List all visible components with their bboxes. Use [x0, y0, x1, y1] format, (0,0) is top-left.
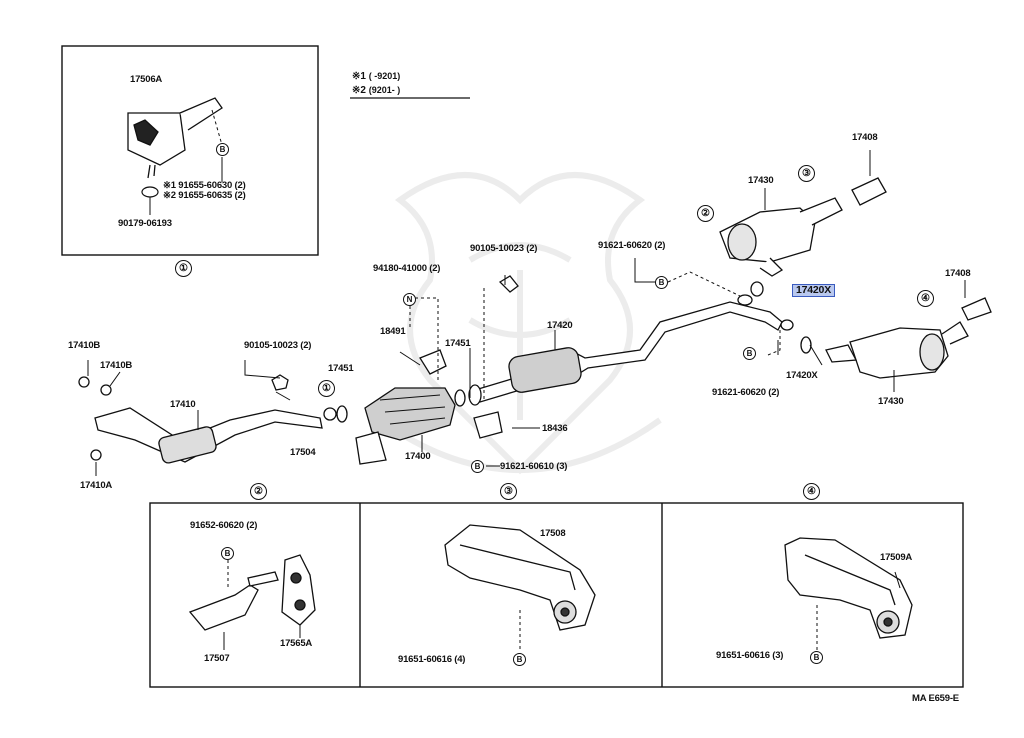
panel-3-index: ③: [500, 483, 517, 500]
circled-3-main: ③: [798, 165, 815, 182]
label-17508: 17508: [540, 528, 566, 539]
label-inset1-note1: ※1 91655-60630 (2): [163, 180, 246, 191]
bubble-n-94180: N: [403, 293, 416, 306]
bubble-b-91621-bottom: B: [471, 460, 484, 473]
exhaust-system-drawing: [78, 177, 992, 465]
hanger-rubber-17506a: [127, 97, 223, 179]
bolt-b-bubble: B: [216, 143, 229, 156]
label-17451-mid: 17451: [445, 338, 471, 349]
label-17420x-highlight[interactable]: 17420X: [792, 284, 836, 297]
label-17410b-1: 17410B: [68, 340, 101, 351]
circled-4-main: ④: [917, 290, 934, 307]
bolt-90179-icon: [141, 186, 159, 198]
label-17408-right: 17408: [945, 268, 971, 279]
label-90179: 90179-06193: [118, 218, 172, 229]
label-91621-top: 91621-60620 (2): [598, 240, 666, 251]
bubble-b-panel4: B: [810, 651, 823, 664]
label-91652: 91652-60620 (2): [190, 520, 258, 531]
panel-4-index: ④: [803, 483, 820, 500]
label-17565a: 17565A: [280, 638, 313, 649]
legend-row-2: ※2 (9201- ): [352, 85, 401, 96]
label-17430-top: 17430: [748, 175, 774, 186]
label-18491: 18491: [380, 326, 406, 337]
panel-4-drawing: [784, 537, 913, 639]
label-91651-panel3: 91651-60616 (4): [398, 654, 466, 665]
label-17420: 17420: [547, 320, 573, 331]
inset-1-frame: [61, 45, 319, 256]
label-94180: 94180-41000 (2): [373, 263, 441, 274]
label-17408-top: 17408: [852, 132, 878, 143]
circled-1-main: ①: [318, 380, 335, 397]
circled-2-main: ②: [697, 205, 714, 222]
label-17451-left: 17451: [328, 363, 354, 374]
bubble-b-panel3: B: [513, 653, 526, 666]
label-17430-right: 17430: [878, 396, 904, 407]
circled-index-1: ①: [175, 260, 192, 277]
label-18436: 18436: [542, 423, 568, 434]
label-90105-mid: 90105-10023 (2): [470, 243, 538, 254]
label-17410b-2: 17410B: [100, 360, 133, 371]
bubble-b-91621-top: B: [655, 276, 668, 289]
label-17410a: 17410A: [80, 480, 113, 491]
label-inset1-note2: ※2 91655-60635 (2): [163, 190, 246, 201]
panel-2-index: ②: [250, 483, 267, 500]
label-91651-panel4: 91651-60616 (3): [716, 650, 784, 661]
label-90105-left: 90105-10023 (2): [244, 340, 312, 351]
label-17506a: 17506A: [130, 74, 163, 85]
label-17420x-small: 17420X: [786, 370, 818, 381]
label-91621-bottom: 91621-60610 (3): [500, 461, 568, 472]
label-91621-right: 91621-60620 (2): [712, 387, 780, 398]
panel-2-drawing: [188, 554, 316, 631]
label-17504: 17504: [290, 447, 316, 458]
label-17410: 17410: [170, 399, 196, 410]
label-17507: 17507: [204, 653, 230, 664]
label-17509a: 17509A: [880, 552, 913, 563]
diagram-code: MA E659-E: [912, 693, 959, 704]
bubble-b-91621-right: B: [743, 347, 756, 360]
bubble-b-panel2: B: [221, 547, 234, 560]
panel-3-drawing: [444, 524, 596, 631]
legend-row-1: ※1 ( -9201): [352, 71, 401, 82]
label-17400: 17400: [405, 451, 431, 462]
lower-panels-frame: [149, 502, 964, 688]
